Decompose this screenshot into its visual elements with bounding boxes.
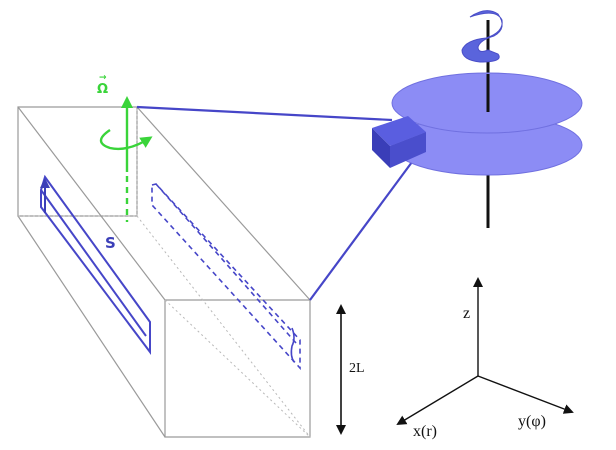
box-front-face <box>164 299 311 438</box>
label-omega-vector: → <box>99 73 107 83</box>
label-axis-x: x(r) <box>413 423 437 440</box>
omega-axis <box>99 96 153 222</box>
sheet-s <box>40 174 151 355</box>
projection-lines <box>136 105 413 301</box>
box-face-diagonal <box>164 299 311 438</box>
axis-y <box>477 375 574 414</box>
box-hidden-edge-diagonal <box>136 215 311 438</box>
box-prism <box>17 106 311 438</box>
axis-x <box>396 375 479 426</box>
omega-rotation-arrow <box>99 129 153 151</box>
small-cube <box>372 116 426 168</box>
dashed-sheet <box>151 183 301 371</box>
spiral-helix <box>461 10 503 63</box>
label-omega: Ω <box>97 82 108 97</box>
dashed-sheet-tick <box>290 327 295 363</box>
box-hidden-edges <box>18 107 311 438</box>
box-edge-top-left <box>17 106 166 301</box>
label-axis-y: y(φ) <box>518 413 546 430</box>
label-2l: 2L <box>349 361 365 376</box>
label-s: S <box>105 234 116 252</box>
label-axis-z: z <box>463 305 470 322</box>
coordinate-axes <box>396 277 574 426</box>
box-edge-top-right <box>136 106 311 301</box>
box-edge-bottom-left <box>17 215 166 438</box>
box-back-face <box>17 106 138 217</box>
